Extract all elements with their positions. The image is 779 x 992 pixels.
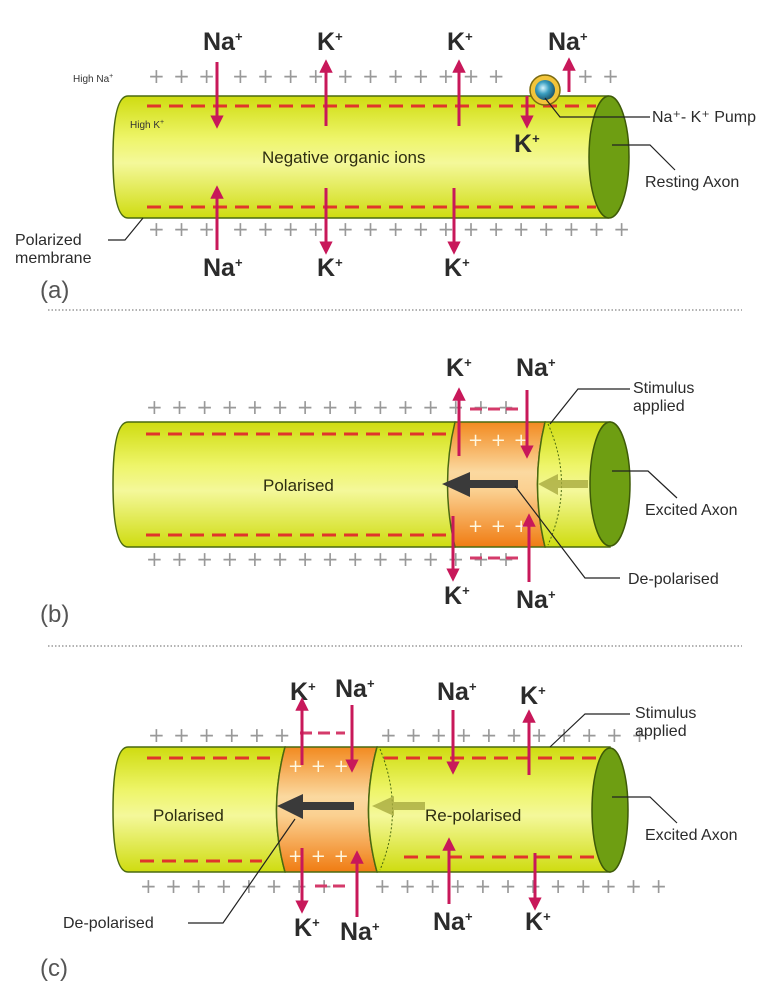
excited-axon-label: Excited Axon: [645, 827, 738, 844]
ion-label-k: K+: [444, 254, 470, 282]
plus-charges: + + +: [148, 64, 216, 88]
polarised-label: Polarised: [153, 806, 224, 825]
ion-label-k: K+: [294, 914, 320, 942]
axon-body: [112, 421, 456, 548]
leader-line: [549, 388, 630, 425]
ion-label-k: K+: [520, 682, 546, 710]
stimulus-arrow: [372, 796, 425, 816]
panel-b: + + + + + + + + + + + + + + + + + + + + …: [40, 354, 738, 628]
stimulus-label: Stimulus: [635, 705, 696, 722]
excited-axon-label: Excited Axon: [645, 502, 738, 519]
panel-letter: (a): [40, 277, 69, 304]
ion-label-na: Na+: [516, 354, 556, 382]
plus-charges-inner: + + +: [468, 516, 530, 537]
ion-label-na: Na+: [340, 918, 380, 946]
plus-charges: + + + + + + + + + + + +: [337, 217, 631, 241]
leader-line: [514, 485, 620, 579]
ion-label-na: Na+: [548, 28, 588, 56]
ion-label-k: K+: [290, 678, 316, 706]
membrane-label: membrane: [15, 250, 92, 267]
axon-body: [367, 746, 611, 873]
impulse-direction-arrow: [277, 794, 354, 819]
plus-charges: + + + + + + + +: [140, 874, 334, 898]
stimulus-label: Stimulus: [633, 380, 694, 397]
ion-label-k: K+: [317, 28, 343, 56]
plus-charges: + + + +: [232, 217, 325, 241]
depolarised-label: De-polarised: [63, 915, 154, 932]
ion-label-k: K+: [525, 908, 551, 936]
ion-label-na: Na+: [516, 586, 556, 614]
pump-core: [535, 80, 555, 100]
membrane-label: Polarized: [15, 232, 82, 249]
plus-charges: + +: [577, 64, 620, 88]
ion-label-k: K+: [446, 354, 472, 382]
axon-body: [112, 95, 609, 219]
pump-label: Na⁺- K⁺ Pump: [652, 109, 756, 126]
ion-label-na: Na+: [203, 28, 243, 56]
ion-label-k: K+: [447, 28, 473, 56]
leader-line: [612, 470, 678, 499]
plus-charges: + + + + + + +: [337, 64, 505, 88]
plus-charges-inner: + + +: [468, 430, 530, 451]
plus-charges: + + + + + + + + + + +: [380, 723, 649, 747]
plus-charges: + + + + + + + + + + + +: [374, 874, 668, 898]
plus-charges: + + + + + +: [148, 723, 291, 747]
axon-end-face: [589, 421, 631, 547]
stimulus-arrow: [538, 474, 588, 495]
depolarised-label: De-polarised: [628, 571, 719, 588]
leader-line: [612, 144, 676, 171]
polarised-label: Polarised: [263, 476, 334, 495]
axon-end-face: [588, 95, 630, 219]
panel-letter: (b): [40, 601, 69, 628]
impulse-direction-arrow: [442, 472, 518, 497]
repolarised-label: Re-polarised: [425, 806, 521, 825]
leader-line: [108, 217, 144, 241]
axon-end-face: [591, 747, 629, 873]
leader-line: [188, 818, 296, 924]
ion-label-k: K+: [317, 254, 343, 282]
leader-line: [612, 796, 678, 824]
plus-charges: + + + +: [232, 64, 325, 88]
leader-line: [549, 713, 630, 748]
panel-letter: (c): [40, 955, 68, 982]
ion-label-k: K+: [444, 582, 470, 610]
ion-label-na: Na+: [433, 908, 473, 936]
ion-label-na: Na+: [437, 678, 477, 706]
leader-line: [544, 97, 650, 118]
high-na-label: High Na+: [73, 73, 113, 85]
plus-charges: + + + + + + + + + + + + + + +: [146, 547, 515, 571]
high-k-label: High K+: [130, 119, 164, 131]
stimulus-label: applied: [633, 398, 685, 415]
panel-c: + + + + + + + + + + + + + + + + + + + + …: [40, 675, 738, 982]
center-label: Negative organic ions: [262, 148, 425, 167]
panel-a: High Na+ + + + + + + + + + + + + + + + +…: [15, 28, 756, 304]
plus-charges-inner: + + +: [288, 756, 350, 777]
resting-axon-label: Resting Axon: [645, 174, 739, 191]
stimulus-label: applied: [635, 723, 687, 740]
ion-label-k: K+: [514, 130, 540, 158]
ion-label-na: Na+: [203, 254, 243, 282]
plus-charges-inner: + + +: [288, 846, 350, 867]
ion-label-na: Na+: [335, 675, 375, 703]
plus-charges: + + +: [148, 217, 216, 241]
